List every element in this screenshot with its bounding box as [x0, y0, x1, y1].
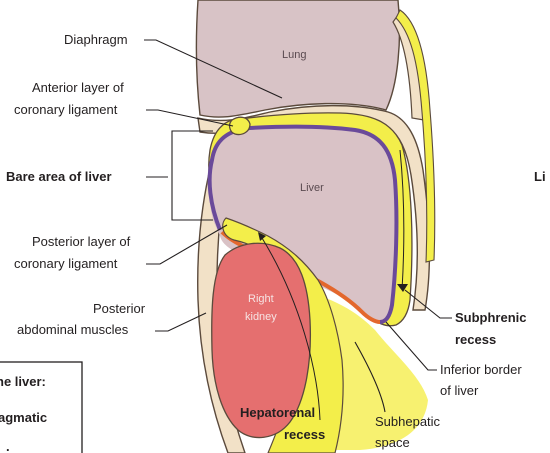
- hepatorenal-label-2: recess: [284, 427, 325, 442]
- subphrenic-label-1: Subphrenic: [455, 310, 527, 325]
- posterior-muscles-label-1: Posterior: [93, 301, 146, 316]
- cropped-key-line-3: .: [6, 439, 10, 453]
- lung-label: Lung: [282, 49, 306, 61]
- cropped-right-text: Li: [534, 169, 546, 184]
- posterior-muscles-label-2: abdominal muscles: [17, 322, 129, 337]
- subphrenic-label-2: recess: [455, 332, 496, 347]
- kidney-label-line2: kidney: [245, 311, 277, 323]
- cropped-key-line-1: he liver:: [0, 374, 46, 389]
- inferior-border-label-2: of liver: [440, 383, 479, 398]
- diaphragm-label: Diaphragm: [64, 32, 128, 47]
- hepatorenal-label-1: Hepatorenal: [240, 405, 315, 420]
- posterior-layer-label-2: coronary ligament: [14, 256, 118, 271]
- anterior-layer-label-2: coronary ligament: [14, 102, 118, 117]
- subhepatic-label-1: Subhepatic: [375, 414, 441, 429]
- liver-label: Liver: [300, 182, 324, 194]
- bare-area-label: Bare area of liver: [6, 169, 112, 184]
- anterior-layer-label-1: Anterior layer of: [32, 80, 124, 95]
- subphrenic-leader: [405, 290, 452, 318]
- cropped-key-line-2: agmatic: [0, 410, 47, 425]
- posterior-layer-label-1: Posterior layer of: [32, 234, 131, 249]
- kidney-label-line1: Right: [248, 293, 274, 305]
- inferior-border-label-1: Inferior border: [440, 362, 522, 377]
- subhepatic-label-2: space: [375, 435, 410, 450]
